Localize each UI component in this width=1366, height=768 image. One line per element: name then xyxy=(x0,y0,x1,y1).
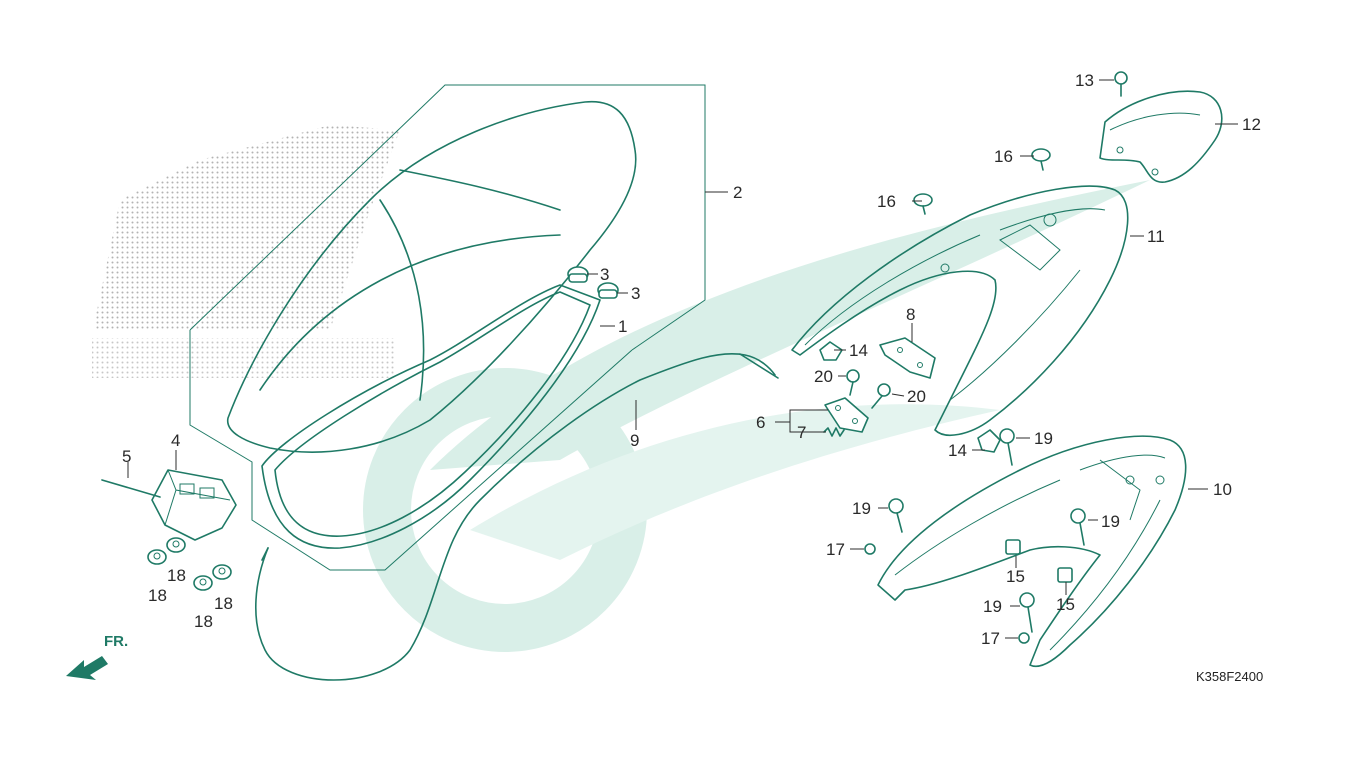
callout-18-a: 18 xyxy=(148,586,167,605)
callout-18-c: 18 xyxy=(194,612,213,631)
bolt-19c xyxy=(1070,508,1086,546)
clip-15b xyxy=(1057,567,1073,583)
callout-6: 6 xyxy=(756,413,765,432)
callout-19-c: 19 xyxy=(1101,512,1120,531)
callout-13: 13 xyxy=(1075,71,1094,90)
callout-16-left: 16 xyxy=(877,192,896,211)
callout-14-upper: 14 xyxy=(849,341,868,360)
seat-hinge-6 xyxy=(824,397,869,433)
clip-16b xyxy=(1031,148,1051,171)
callout-17-lower: 17 xyxy=(981,629,1000,648)
nut-18b xyxy=(166,537,186,553)
clip-14a xyxy=(819,341,843,361)
callout-12: 12 xyxy=(1242,115,1261,134)
callout-5: 5 xyxy=(122,447,131,466)
nut-18c xyxy=(193,575,213,591)
callout-7: 7 xyxy=(797,423,806,442)
callouts: 2 3 3 1 4 5 6 7 8 9 10 11 12 13 14 14 15… xyxy=(122,71,1261,648)
clip-15a xyxy=(1005,539,1021,555)
hinge-bracket-8 xyxy=(879,337,936,379)
honda-watermark-logo xyxy=(92,125,400,378)
callout-2: 2 xyxy=(733,183,742,202)
callout-9: 9 xyxy=(630,431,639,450)
spring-7 xyxy=(823,427,845,437)
bolt-20b xyxy=(871,383,891,409)
callout-1: 1 xyxy=(618,317,627,336)
lock-rod xyxy=(101,479,161,498)
front-direction-label: FR. xyxy=(104,633,128,650)
callout-19-b: 19 xyxy=(852,499,871,518)
bolt-19b xyxy=(888,498,904,533)
callout-10: 10 xyxy=(1213,480,1232,499)
leader-lines xyxy=(127,79,1238,639)
callout-4: 4 xyxy=(171,431,180,450)
nut-18a xyxy=(147,549,167,565)
front-direction-arrow-icon xyxy=(66,656,108,680)
bolt-19d xyxy=(1019,592,1035,633)
callout-11: 11 xyxy=(1147,227,1165,246)
rear-side-cover xyxy=(877,435,1187,667)
callout-18-b: 18 xyxy=(167,566,186,585)
callout-17-upper: 17 xyxy=(826,540,845,559)
grab-rail-cover xyxy=(1099,90,1223,183)
screw-13 xyxy=(1114,71,1128,97)
seat-lock xyxy=(151,469,237,541)
callout-20-left: 20 xyxy=(814,367,833,386)
callout-20-right: 20 xyxy=(907,387,926,406)
callout-16-right: 16 xyxy=(994,147,1013,166)
callout-3-upper: 3 xyxy=(600,265,609,284)
seat-rubber-3b xyxy=(597,282,619,299)
rear-center-cover xyxy=(791,185,1129,436)
diagram-code: K358F2400 xyxy=(1196,669,1263,684)
seat-assembly xyxy=(189,84,706,571)
nut-18d xyxy=(212,564,232,580)
callout-19-a: 19 xyxy=(1034,429,1053,448)
screw-17b xyxy=(1018,632,1030,644)
callout-15-left: 15 xyxy=(1006,567,1025,586)
gear-watermark xyxy=(363,180,1150,652)
bolt-19a xyxy=(999,428,1015,466)
callout-18-d: 18 xyxy=(214,594,233,613)
clip-16a xyxy=(913,193,933,215)
callout-19-d: 19 xyxy=(983,597,1002,616)
bolt-20a xyxy=(846,369,860,396)
seat-lock-cable xyxy=(255,352,776,681)
seat-lock-cable-end xyxy=(261,353,779,561)
callout-3-lower: 3 xyxy=(631,284,640,303)
callout-8: 8 xyxy=(906,305,915,324)
callout-14-lower: 14 xyxy=(948,441,967,460)
clip-14b xyxy=(977,429,1001,453)
callout-15-right: 15 xyxy=(1056,595,1075,614)
screw-17a xyxy=(864,543,876,555)
seat-rubber-3a xyxy=(567,266,589,283)
